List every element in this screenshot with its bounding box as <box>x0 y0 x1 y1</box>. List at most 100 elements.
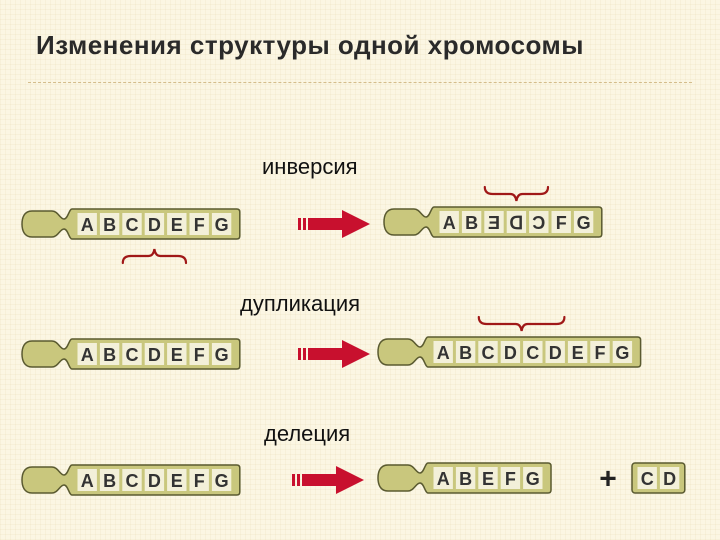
gene-label: A <box>443 213 456 233</box>
gene-label: E <box>572 343 584 363</box>
gene-label: F <box>194 345 205 365</box>
gene-band <box>189 213 209 235</box>
gene-band <box>659 467 680 489</box>
gene-label: D <box>549 343 562 363</box>
gene-band <box>567 341 588 363</box>
gene-band <box>461 211 482 233</box>
arrow-right-icon <box>292 466 364 494</box>
gene-band <box>500 467 521 489</box>
gene-label: A <box>81 345 94 365</box>
gene-label: F <box>595 343 606 363</box>
gene-label: F <box>556 213 567 233</box>
label-duplication: дупликация <box>240 291 361 316</box>
bracket-icon <box>121 248 188 265</box>
gene-band <box>433 341 453 363</box>
gene-label: Ǝ <box>488 213 500 233</box>
gene-band <box>439 211 459 233</box>
gene-label: G <box>215 215 229 235</box>
gene-label: ᗡ <box>509 213 523 233</box>
gene-label: G <box>577 213 591 233</box>
label-deletion: делеция <box>264 421 351 446</box>
gene-band <box>211 343 232 365</box>
gene-label: G <box>215 345 229 365</box>
gene-band <box>99 469 120 491</box>
gene-band <box>478 467 498 489</box>
gene-label: C <box>641 469 654 489</box>
gene-label: B <box>103 215 116 235</box>
gene-label: C <box>126 345 139 365</box>
gene-label: B <box>465 213 478 233</box>
gene-band <box>637 467 657 489</box>
gene-band <box>167 213 187 235</box>
gene-band <box>144 469 165 491</box>
gene-band <box>122 343 142 365</box>
gene-label: D <box>663 469 676 489</box>
gene-label: G <box>526 469 540 489</box>
gene-band <box>455 341 476 363</box>
gene-band <box>167 469 187 491</box>
gene-band <box>500 341 521 363</box>
gene-band <box>189 469 209 491</box>
gene-label: B <box>459 469 472 489</box>
gene-label: E <box>171 471 183 491</box>
gene-label: A <box>437 469 450 489</box>
gene-label: G <box>615 343 629 363</box>
gene-band <box>523 341 543 363</box>
gene-band <box>523 467 543 489</box>
gene-band <box>77 343 97 365</box>
gene-band <box>478 341 498 363</box>
gene-label: F <box>194 215 205 235</box>
gene-band <box>455 467 476 489</box>
gene-band <box>189 343 209 365</box>
gene-band <box>144 343 165 365</box>
arrow-right-icon <box>298 340 370 368</box>
gene-band <box>573 211 594 233</box>
gene-band <box>122 213 142 235</box>
page-title: Изменения структуры одной хромосомы <box>36 30 584 60</box>
gene-label: D <box>148 215 161 235</box>
gene-band <box>122 469 142 491</box>
gene-band <box>484 211 504 233</box>
gene-label: E <box>171 215 183 235</box>
gene-band <box>167 343 187 365</box>
gene-label: D <box>148 471 161 491</box>
gene-band <box>99 213 120 235</box>
arrow-right-icon <box>298 210 370 238</box>
gene-label: C <box>482 343 495 363</box>
gene-band <box>551 211 571 233</box>
label-inversion: инверсия <box>262 154 358 179</box>
gene-label: F <box>194 471 205 491</box>
gene-label: B <box>103 471 116 491</box>
gene-label: E <box>171 345 183 365</box>
gene-label: A <box>81 215 94 235</box>
gene-label: B <box>103 345 116 365</box>
gene-band <box>77 213 97 235</box>
gene-label: C <box>126 215 139 235</box>
gene-band <box>99 343 120 365</box>
gene-band <box>612 341 633 363</box>
gene-label: B <box>459 343 472 363</box>
gene-band <box>211 469 232 491</box>
gene-label: D <box>148 345 161 365</box>
plus-icon: + <box>599 463 617 496</box>
gene-label: C <box>526 343 539 363</box>
gene-label: E <box>482 469 494 489</box>
gene-label: D <box>504 343 517 363</box>
bracket-icon <box>483 185 550 202</box>
gene-band <box>77 469 97 491</box>
gene-band <box>590 341 610 363</box>
gene-label: A <box>437 343 450 363</box>
gene-label: F <box>505 469 516 489</box>
title-divider <box>28 82 692 83</box>
gene-label: A <box>81 471 94 491</box>
gene-band <box>433 467 453 489</box>
gene-band <box>545 341 565 363</box>
gene-band <box>211 213 232 235</box>
